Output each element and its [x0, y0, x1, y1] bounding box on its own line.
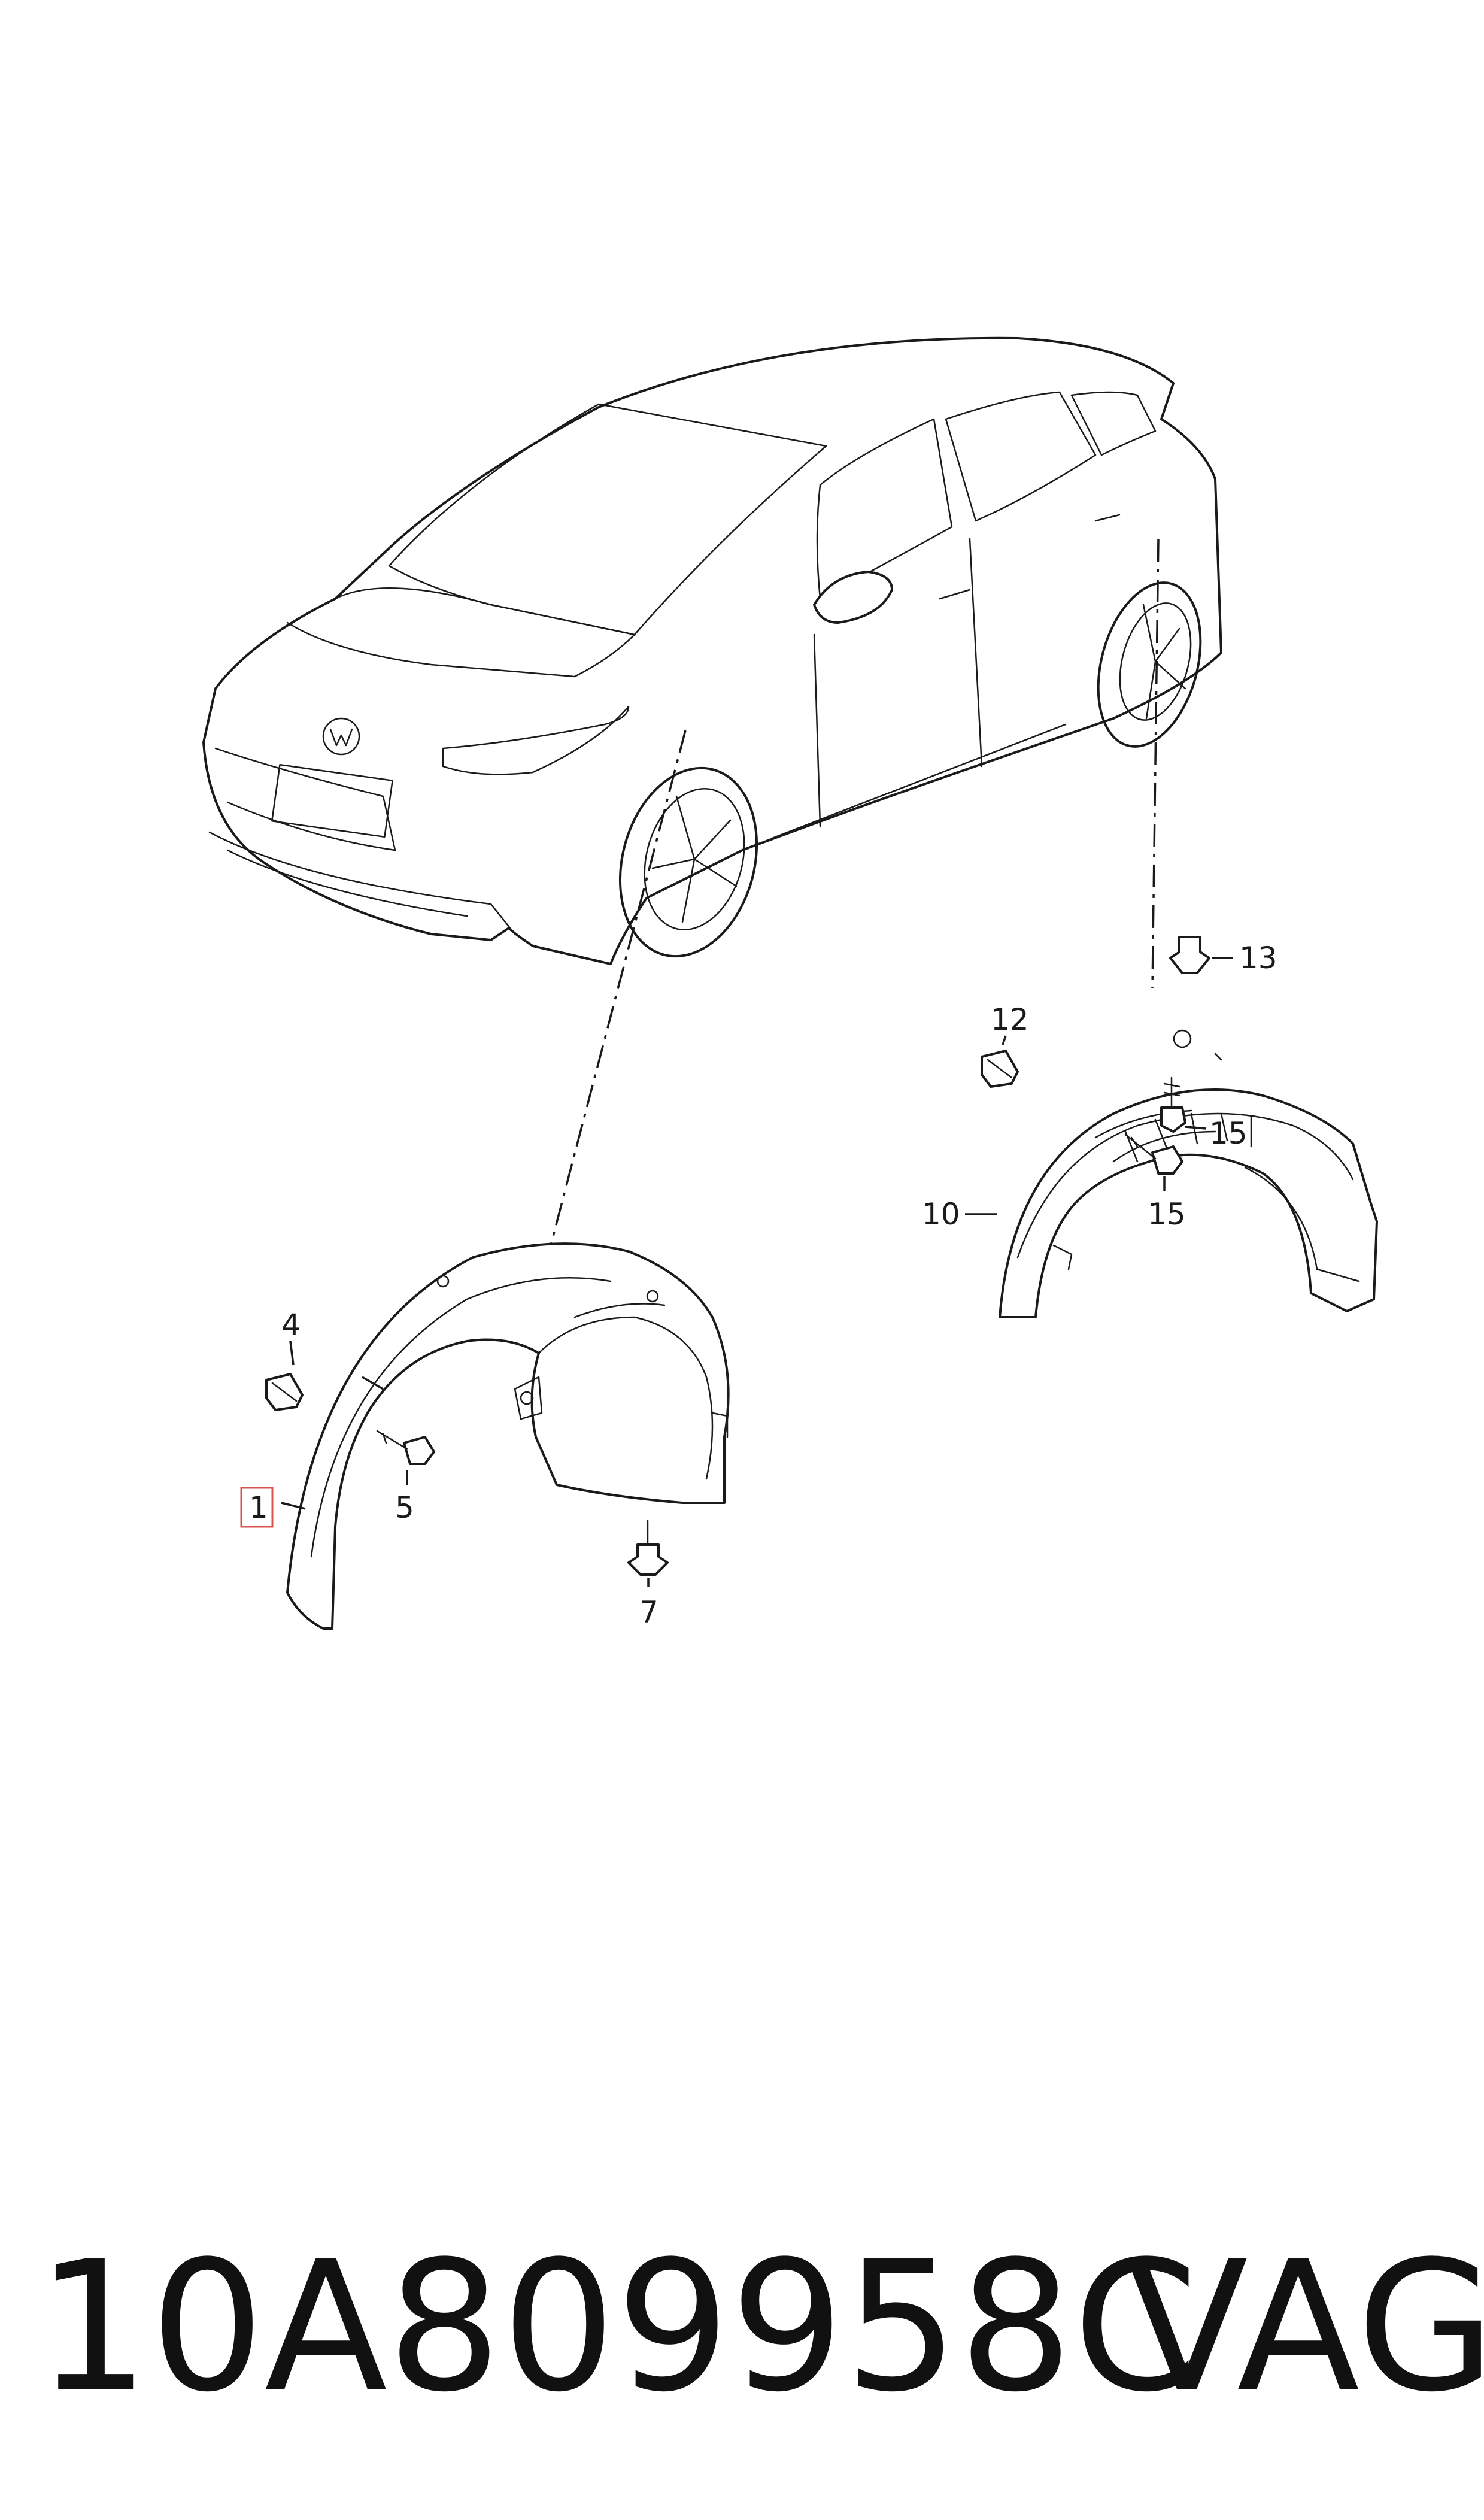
- callout-1-highlight-box: [240, 1487, 274, 1528]
- callout-5: 5: [395, 1490, 414, 1525]
- front-wheel-centerline: [550, 730, 687, 1246]
- car-illustration: [202, 336, 1222, 965]
- callout-13: 13: [1239, 941, 1277, 975]
- callout-1: 1: [249, 1490, 268, 1525]
- callout-4: 4: [281, 1308, 301, 1342]
- leader-lines: [281, 957, 1233, 1587]
- front-fasteners: [265, 1373, 669, 1576]
- rear-fasteners: [981, 936, 1210, 1175]
- front-wheelhouse-liner: [286, 1242, 730, 1630]
- callout-12: 12: [991, 1002, 1029, 1037]
- part-number: 10A809958C: [36, 2222, 1198, 2431]
- callout-7: 7: [639, 1595, 658, 1630]
- callout-15-lower: 15: [1148, 1197, 1186, 1232]
- brand-label: VAG: [1125, 2222, 1484, 2431]
- rear-wheel-centerline: [1151, 538, 1160, 988]
- callout-10: 10: [922, 1197, 960, 1232]
- callout-15-upper: 15: [1209, 1116, 1248, 1151]
- rear-wheelhouse-liner: [999, 1029, 1378, 1318]
